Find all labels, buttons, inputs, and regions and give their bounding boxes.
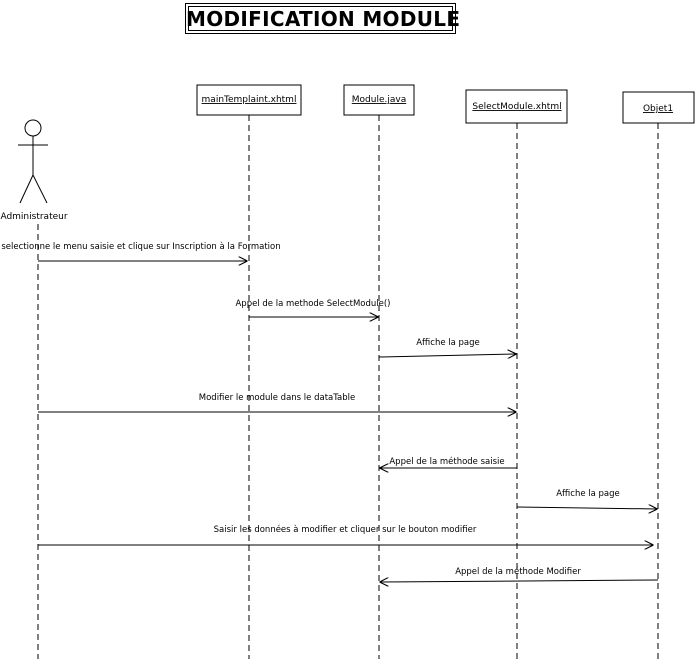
- message-2: Appel de la methode SelectModule(): [235, 299, 391, 317]
- diagram-title-box: MODIFICATION MODULE: [185, 3, 461, 34]
- message-arrow: [378, 354, 516, 357]
- message-arrow: [380, 580, 659, 582]
- message-label: Affiche la page: [416, 338, 480, 348]
- actor-head: [24, 119, 42, 137]
- message-label: Saisir les données à modifier et cliquer…: [214, 524, 477, 535]
- actor-right-leg: [32, 174, 48, 204]
- participant-box: [622, 91, 695, 124]
- participant-box: [343, 84, 415, 116]
- message-6: Affiche la page: [516, 489, 657, 509]
- participant-box: [465, 89, 568, 124]
- message-4: Modifier le module dans le dataTable: [38, 393, 516, 412]
- participant-module-java: Module.java: [343, 84, 415, 659]
- message-label: selectionne le menu saisie et clique sur…: [1, 242, 280, 252]
- message-label: Modifier le module dans le dataTable: [199, 393, 355, 403]
- message-label: Appel de la méthode Modifier: [455, 566, 581, 577]
- participant-name: Module.java: [352, 95, 406, 105]
- participant-main-templaint: mainTemplaint.xhtml: [196, 84, 302, 659]
- message-7: Saisir les données à modifier et cliquer…: [38, 524, 653, 545]
- actor-name: Administrateur: [0, 212, 67, 222]
- message-1: selectionne le menu saisie et clique sur…: [1, 242, 281, 261]
- message-label: Affiche la page: [556, 489, 620, 499]
- diagram-title-inner-border: [188, 6, 453, 31]
- actor-figure: [18, 119, 48, 204]
- message-arrow: [516, 507, 657, 509]
- diagram-title: MODIFICATION MODULE: [186, 7, 461, 31]
- actor-left-leg: [19, 174, 34, 204]
- message-label: Appel de la methode SelectModule(): [235, 299, 390, 309]
- participant-select-module: SelectModule.xhtml: [465, 89, 568, 659]
- message-5: Appel de la méthode saisie: [380, 456, 517, 468]
- participant-name: SelectModule.xhtml: [472, 102, 561, 112]
- message-3: Affiche la page: [378, 338, 516, 357]
- participant-name: Objet1: [643, 104, 673, 114]
- participant-objet1: Objet1: [622, 91, 695, 659]
- message-label: Appel de la méthode saisie: [389, 456, 504, 467]
- participant-name: mainTemplaint.xhtml: [202, 95, 297, 105]
- message-8: Appel de la méthode Modifier: [380, 566, 659, 582]
